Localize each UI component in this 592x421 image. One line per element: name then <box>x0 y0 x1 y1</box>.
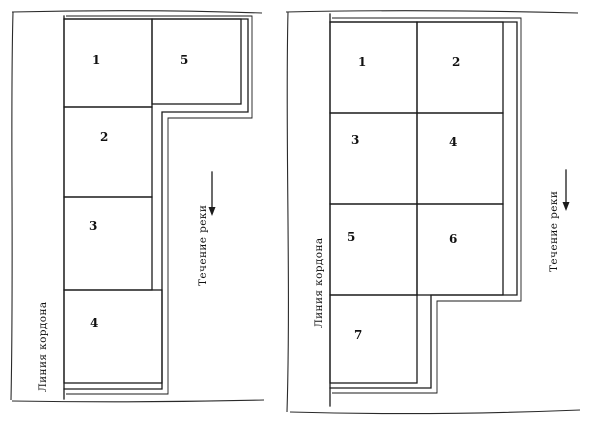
left-plot-5-cell <box>151 18 242 105</box>
right-plot-1-cell <box>329 21 418 114</box>
right-river-arrow <box>562 169 570 211</box>
right-plot-7-cell <box>329 294 418 384</box>
right-cordon-label: Линия кордона <box>313 237 325 328</box>
right-diagram: 1 2 3 4 5 6 7 Линия кордона Течение реки <box>285 10 581 415</box>
right-plot-4-number: 4 <box>449 135 457 149</box>
left-river-arrow <box>208 171 216 216</box>
right-page-bottom-edge <box>289 409 581 415</box>
left-plot-1-cell <box>63 18 153 108</box>
left-plot-2-cell <box>63 106 153 198</box>
right-outer-boundary <box>329 21 518 389</box>
left-river-label: Течение реки <box>197 205 209 286</box>
right-plot-5-number: 5 <box>347 230 355 244</box>
right-plot-2-number: 2 <box>452 55 460 69</box>
left-page-top-edge <box>11 10 263 14</box>
left-page-left-edge <box>10 11 14 401</box>
right-plot-7-number: 7 <box>354 328 362 342</box>
right-plot-1-number: 1 <box>358 55 366 69</box>
left-outer-boundary <box>63 18 249 390</box>
left-plot-4-number: 4 <box>90 316 98 330</box>
left-plot-1-number: 1 <box>92 53 100 67</box>
left-plot-5-number: 5 <box>180 53 188 67</box>
left-cordon-label: Линия кордона <box>37 301 49 392</box>
right-plot-6-cell <box>416 203 504 296</box>
left-page-bottom-edge <box>11 399 265 403</box>
right-page-top-edge <box>285 10 579 14</box>
right-outer-boundary-inner <box>332 17 522 394</box>
right-plot-3-number: 3 <box>351 133 359 147</box>
left-plot-3-cell <box>63 196 153 291</box>
right-plot-4-cell <box>416 112 504 205</box>
left-plot-2-number: 2 <box>100 130 108 144</box>
left-plot-4-cell <box>63 289 163 384</box>
right-plot-5-cell <box>329 203 418 296</box>
left-outer-boundary-inner <box>66 15 253 395</box>
right-river-label: Течение реки <box>548 191 560 272</box>
right-page-left-edge <box>286 11 289 413</box>
left-diagram: 1 5 2 3 4 Линия кордона Течение реки <box>10 10 265 403</box>
right-plot-3-cell <box>329 112 418 205</box>
left-plot-3-number: 3 <box>89 219 97 233</box>
right-plot-6-number: 6 <box>449 232 457 246</box>
